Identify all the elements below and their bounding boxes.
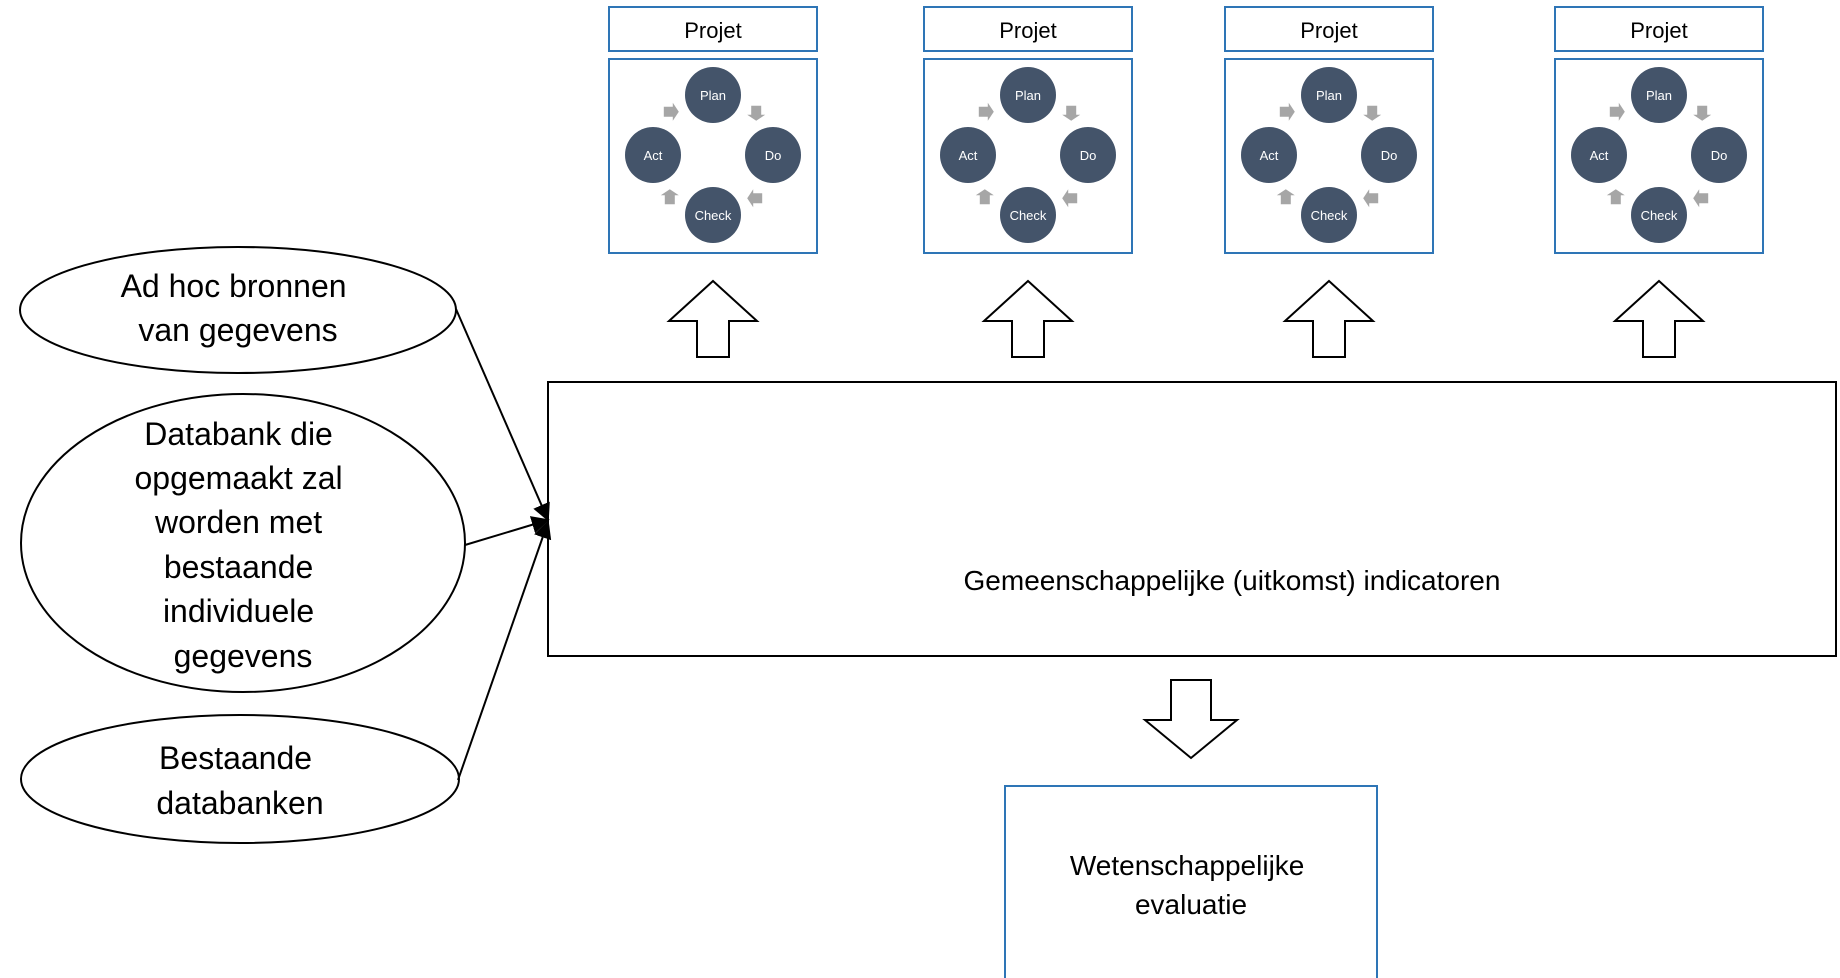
- project-column: ProjetPlanDoCheckActSpecifiekeindicatore…: [1224, 6, 1434, 474]
- source-ellipse: [19, 246, 457, 374]
- check-node-label: Check: [1641, 208, 1678, 223]
- do-node: [745, 127, 801, 183]
- cycle-arrow-icon: [1363, 189, 1379, 208]
- project-column: ProjetPlanDoCheckActSpecifiekeindicatore…: [1554, 6, 1764, 474]
- plan-node: [685, 67, 741, 123]
- plan-node: [1000, 67, 1056, 123]
- act-node-label: Act: [1260, 148, 1279, 163]
- check-node: [1301, 187, 1357, 243]
- check-node-label: Check: [695, 208, 732, 223]
- cycle-arrow-icon: [1606, 189, 1625, 205]
- up-arrow-icon: [981, 279, 1075, 358]
- do-node-label: Do: [765, 148, 782, 163]
- act-node-label: Act: [1590, 148, 1609, 163]
- cycle-arrow-icon: [747, 189, 763, 208]
- check-node-label: Check: [1311, 208, 1348, 223]
- act-node: [625, 127, 681, 183]
- cycle-arrow-icon: [1609, 102, 1625, 121]
- cycle-arrow-icon: [663, 102, 679, 121]
- source-label: Databank die opgemaakt zal worden met be…: [134, 416, 351, 674]
- check-node: [685, 187, 741, 243]
- project-title: Projet: [1630, 18, 1687, 43]
- plan-node-label: Plan: [1646, 88, 1672, 103]
- cycle-arrow-icon: [1062, 105, 1081, 121]
- source-ellipse: [20, 714, 460, 844]
- cycle-arrow-icon: [1062, 189, 1078, 208]
- do-node: [1361, 127, 1417, 183]
- do-node-label: Do: [1381, 148, 1398, 163]
- source-databank: Databank die opgemaakt zal worden met be…: [20, 393, 466, 693]
- plan-node-label: Plan: [1316, 88, 1342, 103]
- act-node-label: Act: [959, 148, 978, 163]
- project-title: Projet: [999, 18, 1056, 43]
- project-title: Projet: [1300, 18, 1357, 43]
- source-ellipse: [20, 393, 466, 693]
- act-node: [1241, 127, 1297, 183]
- source-bestaande: Bestaande databanken: [20, 714, 460, 844]
- source-label: Ad hoc bronnen van gegevens: [121, 268, 356, 348]
- up-arrow-icon: [1282, 279, 1376, 358]
- down-arrow-icon: [1142, 679, 1240, 760]
- connector-ad-hoc: [455, 308, 550, 522]
- indicator-panel: [547, 381, 1837, 657]
- cycle-arrow-icon: [975, 189, 994, 205]
- cycle-arrow-icon: [747, 105, 766, 121]
- plan-node-label: Plan: [1015, 88, 1041, 103]
- do-node: [1060, 127, 1116, 183]
- connector-bestaande: [457, 520, 552, 781]
- cycle-arrow-icon: [1363, 105, 1382, 121]
- act-node-label: Act: [644, 148, 663, 163]
- cycle-arrow-icon: [1693, 105, 1712, 121]
- do-node-label: Do: [1080, 148, 1097, 163]
- plan-node-label: Plan: [700, 88, 726, 103]
- cycle-arrow-icon: [1693, 189, 1709, 208]
- project-title-box: [608, 6, 818, 52]
- check-node: [1000, 187, 1056, 243]
- connector-databank: [464, 516, 550, 546]
- plan-node: [1631, 67, 1687, 123]
- project-title-box: [1554, 6, 1764, 52]
- up-arrow-icon: [1612, 279, 1706, 358]
- plan-node: [1301, 67, 1357, 123]
- evaluation-label: Wetenschappelijke evaluatie: [1070, 850, 1312, 920]
- up-arrow-icon: [666, 279, 760, 358]
- cycle-arrow-icon: [1276, 189, 1295, 205]
- source-label: Bestaande databanken: [156, 740, 323, 821]
- project-title: Projet: [684, 18, 741, 43]
- do-node-label: Do: [1711, 148, 1728, 163]
- cycle-arrow-icon: [978, 102, 994, 121]
- check-node: [1631, 187, 1687, 243]
- do-node: [1691, 127, 1747, 183]
- cycle-arrow-icon: [660, 189, 679, 205]
- source-ad-hoc: Ad hoc bronnen van gegevens: [19, 246, 457, 374]
- evaluation-box: [1004, 785, 1378, 978]
- common-indicators-label: Gemeenschappelijke (uitkomst) indicatore…: [964, 565, 1501, 596]
- act-node: [940, 127, 996, 183]
- cycle-arrow-icon: [1279, 102, 1295, 121]
- act-node: [1571, 127, 1627, 183]
- check-node-label: Check: [1010, 208, 1047, 223]
- project-title-box: [1224, 6, 1434, 52]
- project-title-box: [923, 6, 1133, 52]
